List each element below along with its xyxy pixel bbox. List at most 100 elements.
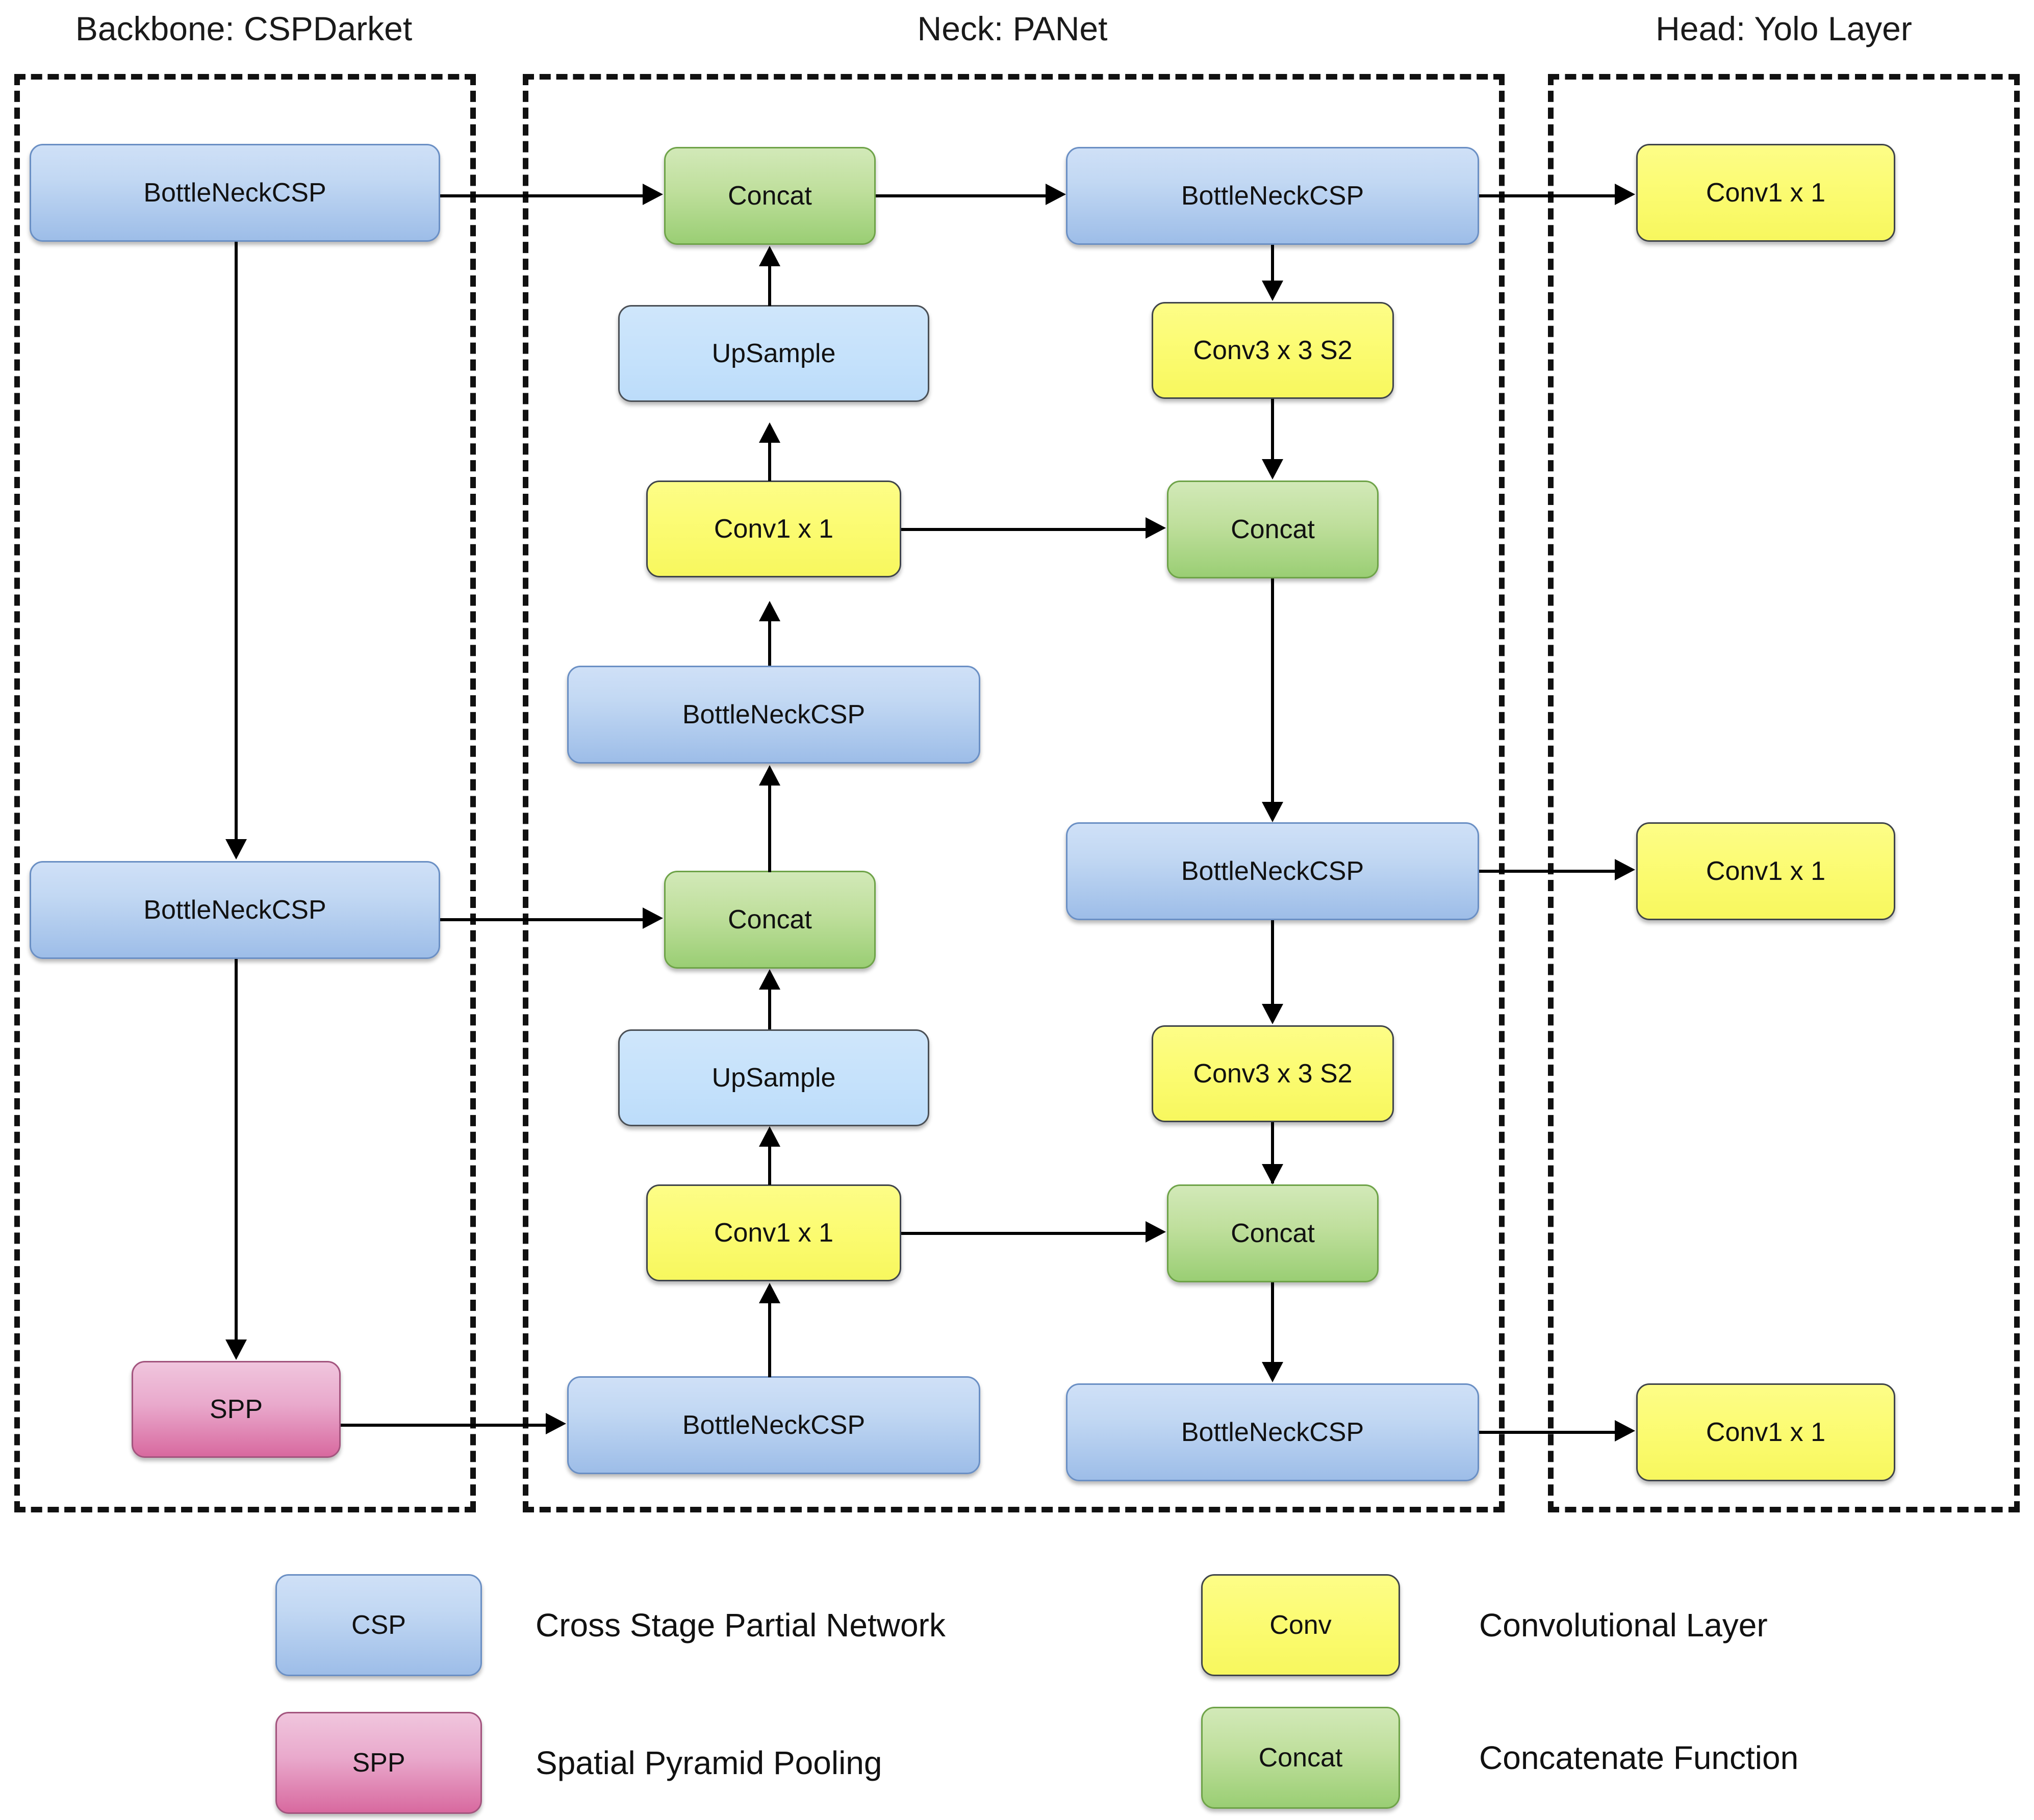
edge-neck2csp2-to-conv2: [1271, 920, 1274, 1006]
edge-convbot-to-upsamplebot: [768, 1145, 771, 1185]
legend-description-spp: Spatial Pyramid Pooling: [536, 1745, 882, 1781]
arrowhead-down: [1262, 1362, 1283, 1382]
node-label: SPP: [209, 1394, 263, 1424]
arrowhead-down: [225, 1339, 247, 1360]
node-label: Conv1 x 1: [1706, 856, 1826, 886]
legend-swatch-label: CSP: [351, 1610, 406, 1640]
edge-neckcspmid-to-convtop: [768, 620, 771, 666]
neck-container: [523, 74, 1505, 1512]
edge-neckcspbot-to-convbot: [768, 1303, 771, 1377]
node-label: BottleNeckCSP: [1181, 1417, 1364, 1447]
node-neck-concat-top[interactable]: Concat: [664, 147, 876, 245]
arrowhead-right: [1615, 859, 1635, 880]
node-backbone-csp-2[interactable]: BottleNeckCSP: [30, 861, 440, 959]
legend-description-concat: Concatenate Function: [1479, 1739, 1799, 1776]
arrowhead-up: [759, 1283, 780, 1303]
node-head-conv1x1-3[interactable]: Conv1 x 1: [1636, 1383, 1895, 1481]
node-head-conv1x1-1[interactable]: Conv1 x 1: [1636, 144, 1895, 242]
node-label: BottleNeckCSP: [1181, 856, 1364, 886]
node-neck2-csp-3[interactable]: BottleNeckCSP: [1066, 1383, 1479, 1481]
arrowhead-down: [225, 839, 247, 860]
arrowhead-up: [759, 765, 780, 786]
node-label: BottleNeckCSP: [143, 895, 326, 925]
arrowhead-down: [1262, 1004, 1283, 1024]
legend-swatch-label: SPP: [352, 1748, 405, 1778]
edge-neck2csp1-to-conv1: [1271, 245, 1274, 282]
arrowhead-up: [759, 969, 780, 990]
legend-swatch-label: Conv: [1269, 1610, 1332, 1640]
node-neck2-concat-1[interactable]: Concat: [1167, 481, 1379, 578]
arrowhead-right: [643, 184, 663, 205]
node-label: Concat: [1231, 514, 1315, 544]
node-neck-upsample-bot[interactable]: UpSample: [618, 1029, 929, 1126]
arrowhead-right: [643, 907, 663, 929]
node-label: Conv3 x 3 S2: [1193, 335, 1353, 365]
node-label: Conv1 x 1: [714, 514, 834, 544]
legend-swatch-conv: Conv: [1201, 1574, 1400, 1676]
edge-backbone-csp2-to-spp: [235, 959, 238, 1341]
node-head-conv1x1-2[interactable]: Conv1 x 1: [1636, 822, 1895, 920]
node-label: Concat: [1231, 1218, 1315, 1248]
head-container: [1548, 74, 2020, 1512]
node-label: UpSample: [711, 1063, 836, 1093]
legend-description-conv: Convolutional Layer: [1479, 1607, 1768, 1644]
arrowhead-up: [759, 246, 780, 266]
node-neck2-csp-1[interactable]: BottleNeckCSP: [1066, 147, 1479, 245]
edge-concat-top-to-neck2csp1: [876, 194, 1047, 197]
edge-spp-to-neckcspbot: [341, 1424, 547, 1427]
arrowhead-up: [759, 601, 780, 621]
node-neck-conv1x1-bot[interactable]: Conv1 x 1: [646, 1184, 901, 1281]
edge-conv1-to-neck2concat1: [1271, 399, 1274, 460]
legend-swatch-csp: CSP: [275, 1574, 482, 1676]
edge-convtop-to-upsampletop: [768, 441, 771, 481]
node-backbone-csp-1[interactable]: BottleNeckCSP: [30, 144, 440, 242]
edge-upsamplebot-to-concatmid: [768, 990, 771, 1029]
node-neck-conv1x1-top[interactable]: Conv1 x 1: [646, 481, 901, 577]
node-neck2-concat-2[interactable]: Concat: [1167, 1184, 1379, 1282]
arrowhead-down: [1262, 281, 1283, 301]
section-title-backbone: Backbone: CSPDarket: [75, 10, 413, 47]
node-neck2-conv3x3-1[interactable]: Conv3 x 3 S2: [1152, 302, 1394, 399]
edge-neck2csp1-to-headconv1: [1479, 194, 1618, 197]
edge-neck2concat1-to-csp2: [1271, 578, 1274, 803]
arrowhead-right: [1046, 184, 1066, 205]
arrowhead-up: [759, 1126, 780, 1147]
node-neck-concat-mid[interactable]: Concat: [664, 871, 876, 969]
node-neck-csp-bot[interactable]: BottleNeckCSP: [567, 1376, 980, 1474]
node-neck2-csp-2[interactable]: BottleNeckCSP: [1066, 822, 1479, 920]
section-title-head: Head: Yolo Layer: [1656, 10, 1912, 47]
edge-conv2-to-neck2concat2: [1271, 1122, 1274, 1183]
node-neck-csp-mid[interactable]: BottleNeckCSP: [567, 666, 980, 764]
legend-description-csp: Cross Stage Partial Network: [536, 1607, 946, 1644]
edge-convtop-to-neck2concat1: [901, 528, 1147, 531]
node-label: Conv1 x 1: [714, 1218, 834, 1248]
edge-backbone-csp1-to-csp2: [235, 242, 238, 840]
edge-neck2concat2-to-csp3: [1271, 1282, 1274, 1363]
legend-swatch-concat: Concat: [1201, 1707, 1400, 1809]
legend-swatch-spp: SPP: [275, 1712, 482, 1814]
node-neck2-conv3x3-2[interactable]: Conv3 x 3 S2: [1152, 1025, 1394, 1122]
node-label: BottleNeckCSP: [682, 1410, 866, 1440]
edge-bbcsp2-to-concatmid: [440, 918, 644, 921]
arrowhead-down: [1262, 459, 1283, 479]
arrowhead-down: [1262, 1164, 1283, 1184]
node-backbone-spp[interactable]: SPP: [132, 1361, 341, 1458]
arrowhead-right: [1615, 1420, 1635, 1442]
node-label: Conv1 x 1: [1706, 178, 1826, 208]
edge-bbcsp1-to-concat-top: [440, 194, 644, 197]
arrowhead-right: [1146, 517, 1166, 539]
arrowhead-right: [1615, 184, 1635, 205]
node-neck-upsample-top[interactable]: UpSample: [618, 305, 929, 402]
backbone-container: [14, 74, 476, 1512]
arrowhead-up: [759, 422, 780, 443]
arrowhead-down: [1262, 802, 1283, 822]
node-label: Conv1 x 1: [1706, 1417, 1826, 1447]
edge-concatmid-to-neckcspmid: [768, 786, 771, 872]
edge-upsample-top-to-concat-top: [768, 266, 771, 306]
node-label: Concat: [728, 904, 812, 934]
node-label: UpSample: [711, 338, 836, 368]
legend-swatch-label: Concat: [1258, 1742, 1343, 1773]
node-label: BottleNeckCSP: [143, 178, 326, 208]
edge-neck2csp3-to-headconv3: [1479, 1431, 1618, 1434]
